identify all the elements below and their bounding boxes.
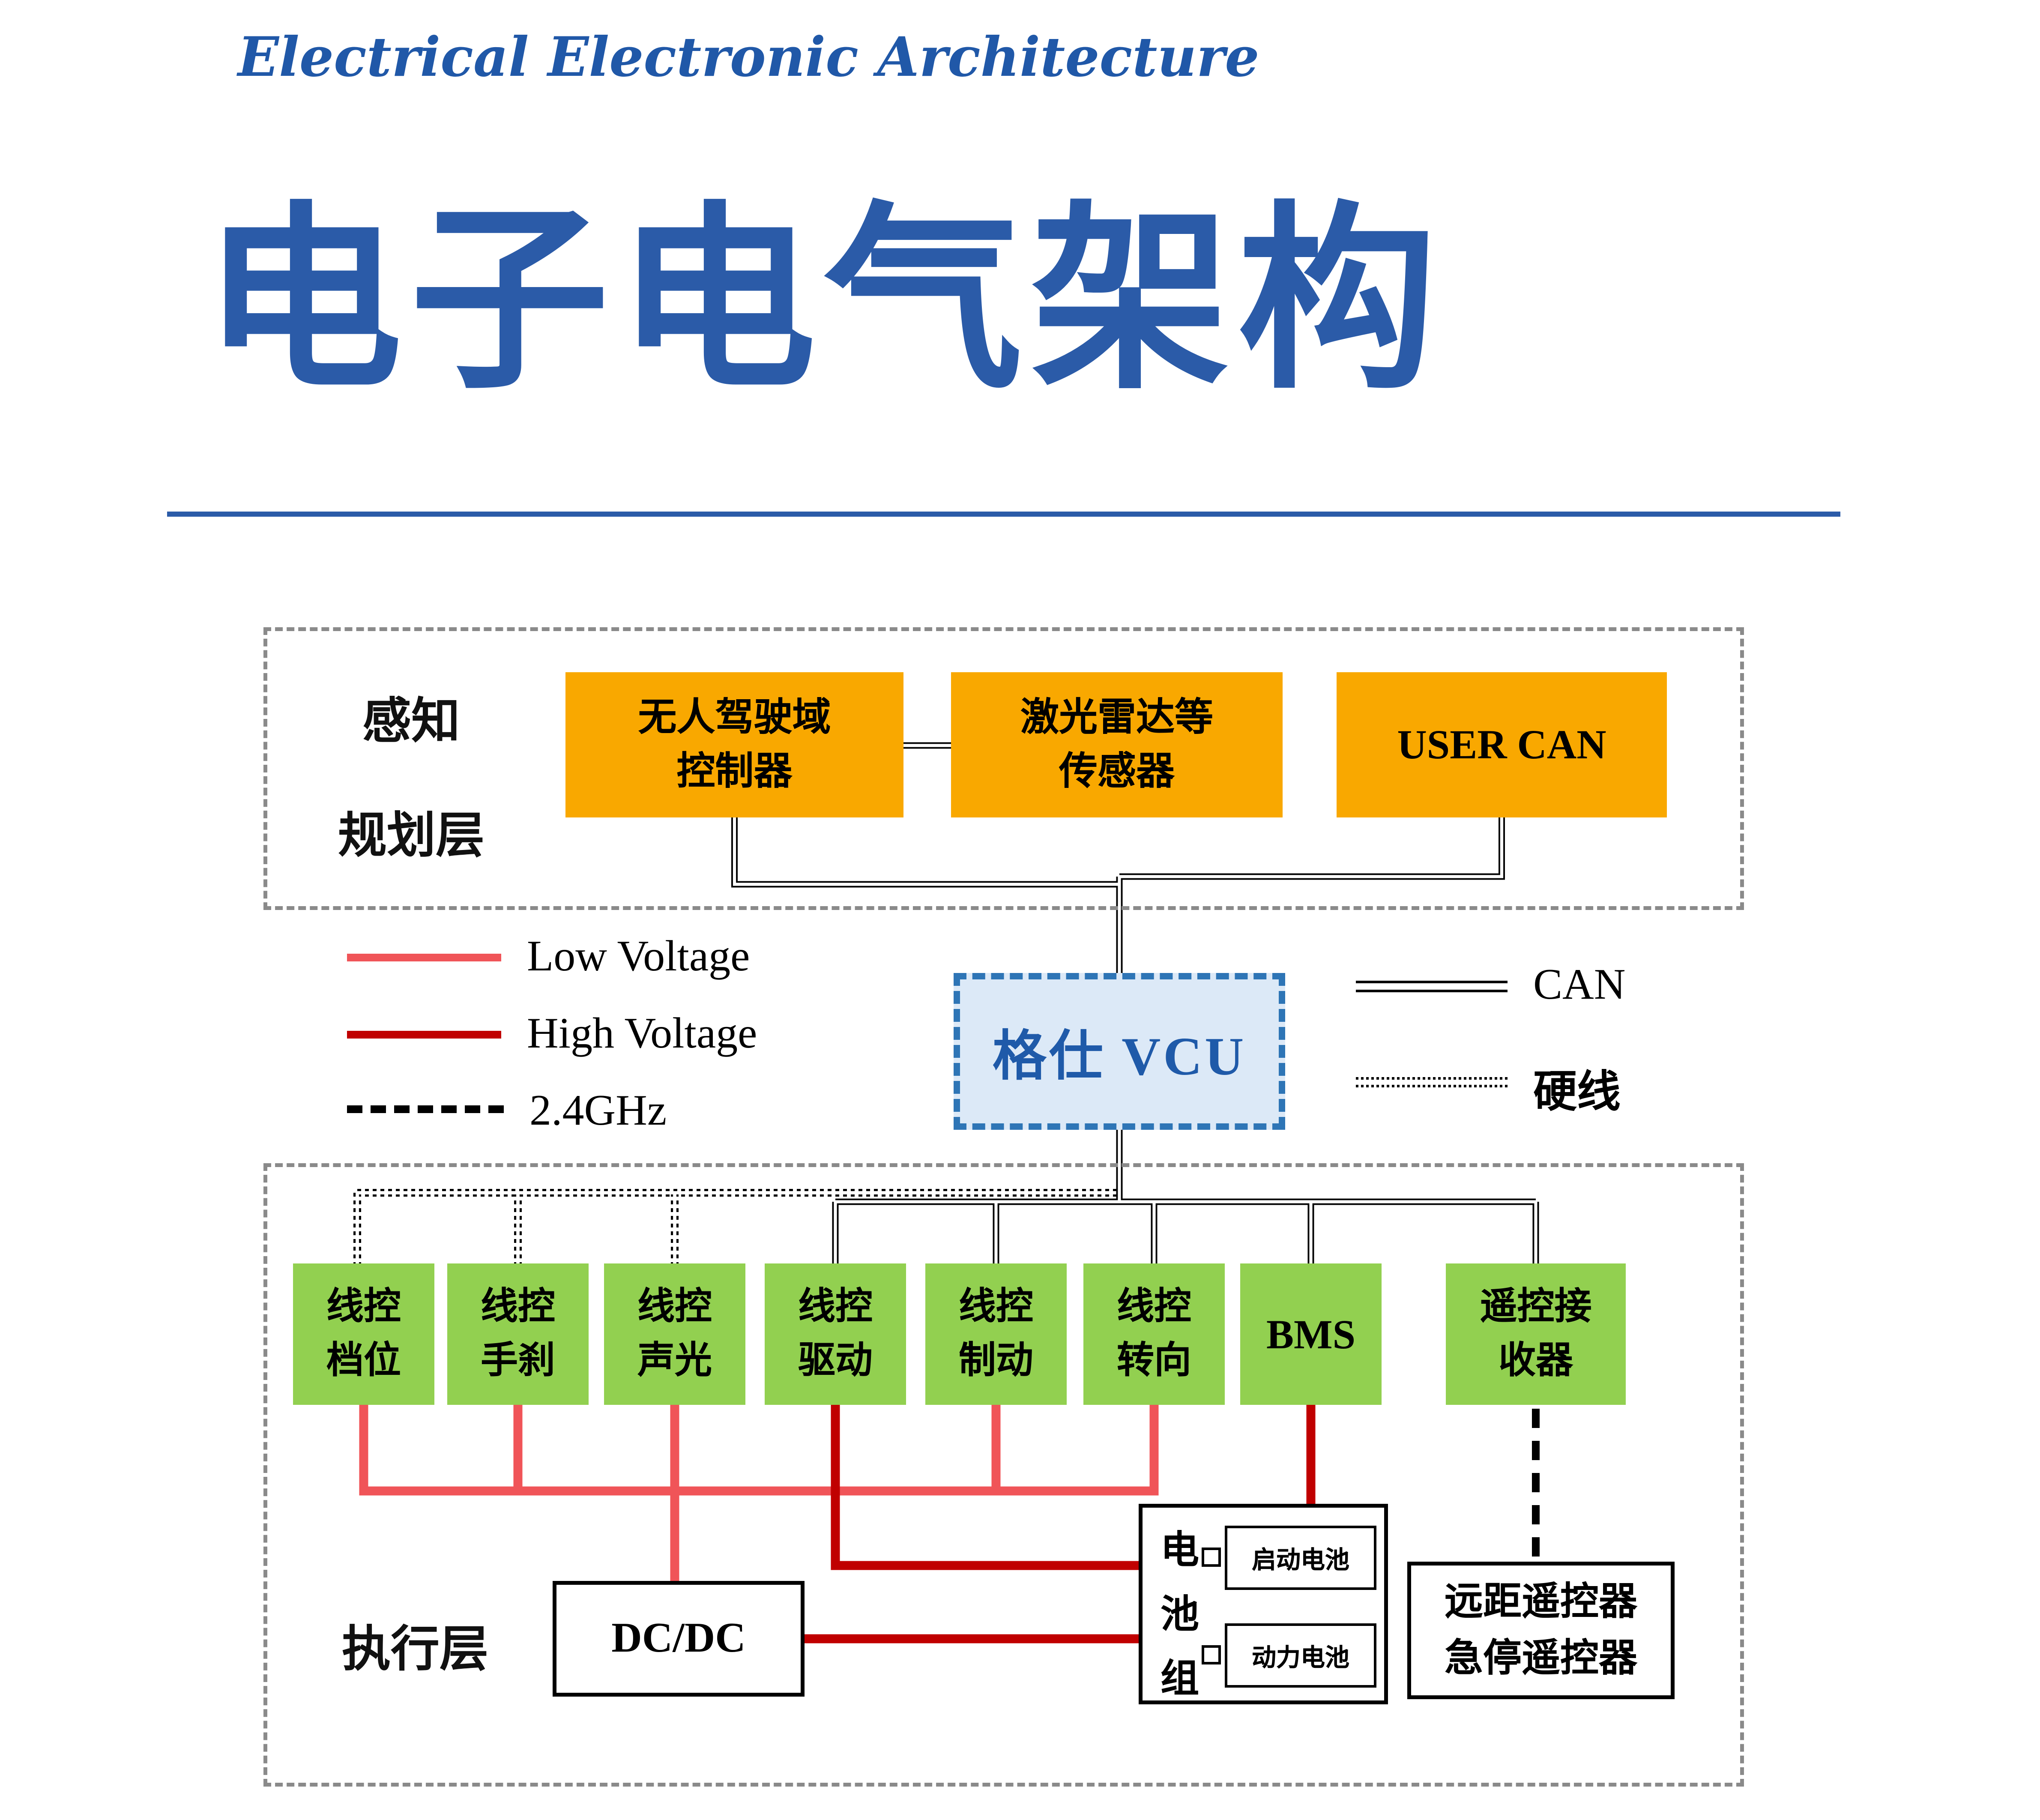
high-voltage-lines (799, 1400, 1316, 1643)
execution-layer-label: 执行层 (319, 1609, 511, 1680)
node-autonomous-domain-controller: 无人驾驶域 控制器 (565, 672, 903, 817)
legend-24ghz-line (347, 1105, 504, 1113)
dcdc-box: DC/DC (553, 1581, 805, 1697)
battery-pack-box: 电 池 组 启动电池 动力电池 (1139, 1504, 1388, 1704)
node-remote-receiver: 遥控接 收器 (1446, 1263, 1626, 1405)
node-label: 制动 (958, 1341, 1033, 1382)
remote-label-line1: 远距遥控器 (1445, 1581, 1637, 1623)
page-title: 电子电气架构 (203, 192, 1445, 413)
execution-layer-box (263, 1163, 1744, 1787)
node-label: 线控 (798, 1286, 873, 1328)
legend-can-label: CAN (1533, 961, 1626, 1009)
battery-connector-square (1202, 1645, 1221, 1664)
node-label: 传感器 (1059, 750, 1175, 793)
legend-low-voltage-line (347, 954, 501, 961)
node-label: 线控 (326, 1286, 401, 1328)
node-brake-bywire: 线控 制动 (925, 1263, 1067, 1405)
legend-high-voltage-label: High Voltage (527, 1010, 757, 1058)
node-bms: BMS (1240, 1263, 1382, 1405)
battery-connector-square (1202, 1548, 1221, 1567)
node-label: 激光雷达等 (1020, 696, 1213, 739)
title-divider (167, 512, 1840, 517)
node-label: USER CAN (1397, 721, 1606, 768)
legend-high-voltage-line (347, 1031, 501, 1039)
node-label: 遥控接 (1480, 1286, 1592, 1328)
low-voltage-lines (359, 1400, 1159, 1588)
node-steering-bywire: 线控 转向 (1083, 1263, 1225, 1405)
legend-hardwire-label: 硬线 (1533, 1068, 1621, 1117)
node-label: 收器 (1498, 1341, 1573, 1382)
node-handbrake-bywire: 线控 手刹 (447, 1263, 589, 1405)
node-lidar-sensors: 激光雷达等 传感器 (951, 672, 1283, 817)
node-label: 线控 (480, 1286, 555, 1328)
vcu-box: 格仕 VCU (954, 973, 1285, 1130)
node-label: BMS (1266, 1311, 1356, 1357)
legend-low-voltage-label: Low Voltage (527, 933, 750, 981)
battery-cell-starter: 启动电池 (1225, 1526, 1376, 1590)
battery-char-3: 组 (1161, 1658, 1199, 1700)
remote-label-line2: 急停遥控器 (1445, 1637, 1637, 1679)
dcdc-label: DC/DC (611, 1615, 746, 1661)
battery-char-2: 池 (1161, 1594, 1199, 1636)
node-gear-bywire: 线控 档位 (293, 1263, 434, 1405)
subtitle-script: Electrical Electronic Architecture (238, 26, 1259, 89)
execution-label-text: 执行层 (341, 1623, 488, 1677)
legend-24ghz-label: 2.4GHz (529, 1087, 667, 1135)
node-soundlight-bywire: 线控 声光 (604, 1263, 745, 1405)
node-label: 线控 (958, 1286, 1033, 1328)
vcu-label: 格仕 VCU (992, 1027, 1247, 1087)
battery-char-1: 电 (1161, 1530, 1199, 1572)
battery-cell-power: 动力电池 (1225, 1623, 1376, 1688)
node-label: 线控 (1116, 1286, 1191, 1328)
node-label: 驱动 (798, 1341, 873, 1382)
remote-controller-box: 远距遥控器 急停遥控器 (1407, 1562, 1675, 1699)
node-user-can: USER CAN (1337, 672, 1667, 817)
legend-hardwire-line (1356, 1077, 1508, 1087)
perception-label-line1: 感知 (362, 695, 460, 749)
node-label: 档位 (326, 1341, 401, 1382)
perception-layer-label: 感知 规划层 (321, 681, 501, 866)
node-label: 手刹 (480, 1341, 555, 1382)
node-label: 线控 (637, 1286, 712, 1328)
node-label: 控制器 (676, 750, 793, 793)
node-label: 转向 (1116, 1341, 1191, 1382)
legend-can-line (1356, 981, 1508, 992)
node-drive-bywire: 线控 驱动 (765, 1263, 906, 1405)
node-label: 声光 (637, 1341, 712, 1382)
hardwire-lines-inner (356, 1191, 1119, 1266)
perception-layer-box (263, 627, 1744, 910)
perception-label-line2: 规划层 (338, 810, 485, 864)
node-label: 无人驾驶域 (638, 696, 831, 739)
